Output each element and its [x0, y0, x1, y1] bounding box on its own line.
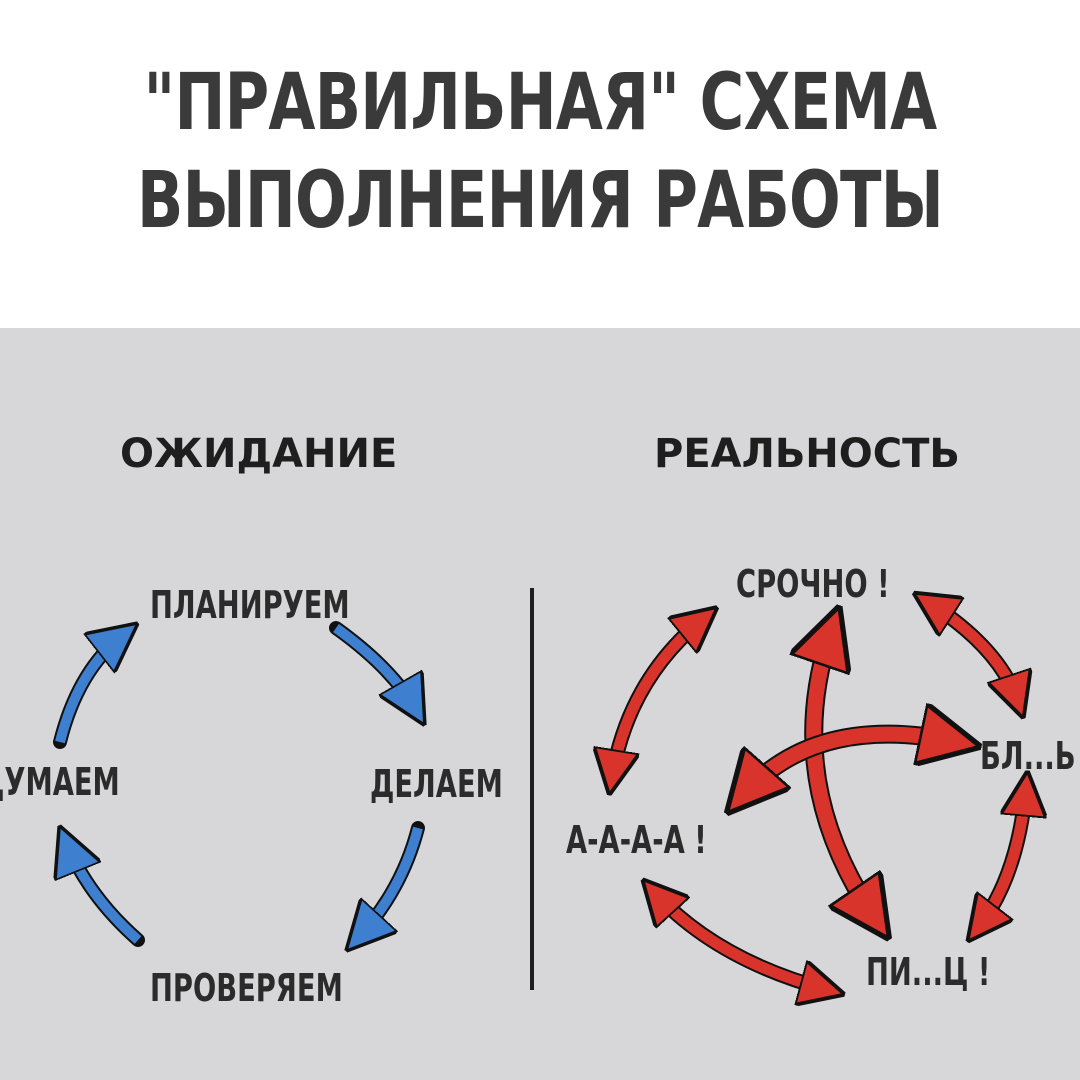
- step-do-label: ДЕЛАЕМ: [370, 762, 503, 806]
- title-line-2: ВЫПОЛНЕНИЯ РАБОТЫ: [137, 156, 944, 246]
- arrow-center-aaaa-bl: [742, 734, 958, 796]
- arrow-plan-to-do: [329, 621, 416, 710]
- arrow-urgent-bl: [928, 602, 1018, 702]
- title-block: "ПРАВИЛЬНАЯ" СХЕМА ВЫПОЛНЕНИЯ РАБОТЫ: [0, 0, 1080, 328]
- arrow-think-to-plan: [53, 634, 124, 749]
- arrow-urgent-aaaa: [612, 618, 704, 778]
- reality-bl-label: БЛ...Ь: [980, 734, 1076, 778]
- step-plan-label: ПЛАНИРУЕМ: [150, 583, 350, 627]
- reality-aaaa-label: А-А-А-А !: [566, 818, 707, 862]
- title-line-1: "ПРАВИЛЬНАЯ" СХЕМА: [143, 58, 938, 148]
- reality-urgent-label: СРОЧНО !: [736, 562, 890, 606]
- step-think-label: ДУМАЕМ: [0, 760, 120, 804]
- reality-chaos: [612, 602, 1026, 990]
- arrow-center-urgent-pi: [814, 628, 876, 920]
- reality-pi-label: ПИ...Ц !: [866, 950, 991, 994]
- expectation-cycle: [53, 621, 425, 947]
- expectation-heading: ОЖИДАНИЕ: [120, 431, 398, 477]
- arrow-bl-pi: [978, 788, 1026, 928]
- step-check-label: ПРОВЕРЯЕМ: [150, 966, 343, 1010]
- arrow-aaaa-pi: [654, 892, 828, 990]
- arrow-do-to-check: [358, 821, 425, 938]
- arrow-check-to-think: [66, 842, 145, 947]
- reality-heading: РЕАЛЬНОСТЬ: [654, 431, 960, 477]
